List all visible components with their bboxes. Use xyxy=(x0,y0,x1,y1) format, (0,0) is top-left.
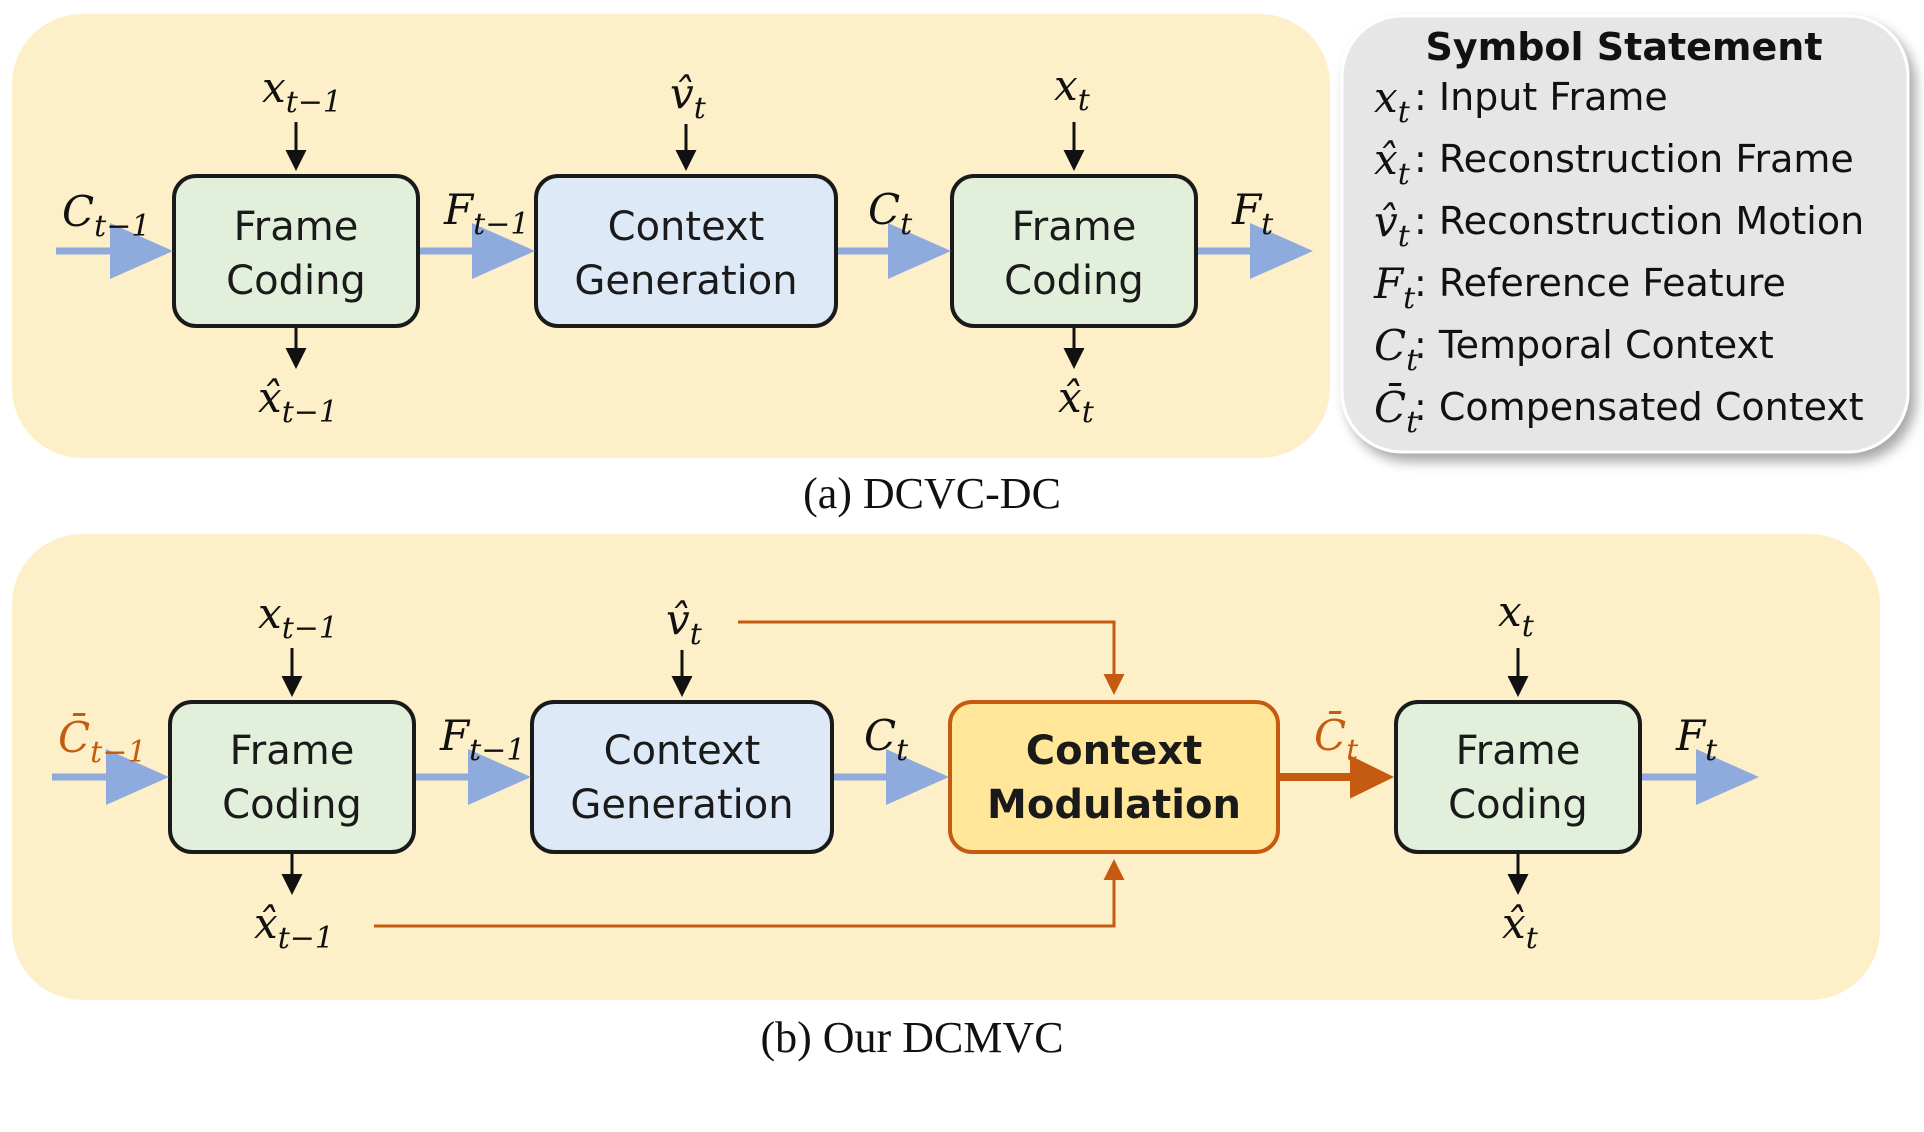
bottom-label-x-out-2: x̂t xyxy=(1502,899,1539,956)
bottom-label-x-in-2: xt xyxy=(1498,587,1535,644)
legend-item-text: : Reconstruction Frame xyxy=(1414,137,1854,181)
top-context-generation-line2: Generation xyxy=(574,258,797,304)
top-context-generation-line1: Context xyxy=(608,204,765,250)
legend-item: C̄t: Compensated Context xyxy=(1374,381,1864,440)
top-label-c-in: Ct−1 xyxy=(62,187,150,244)
bottom-frame-coding-1-block: Frame Coding xyxy=(168,700,416,854)
legend-item-symbol: x̂t xyxy=(1374,135,1411,192)
top-label-x-in-1: xt−1 xyxy=(262,63,342,120)
bottom-context-modulation-line1: Context xyxy=(1026,728,1202,774)
legend-item: xt: Input Frame xyxy=(1374,73,1668,130)
top-frame-coding-2-block: Frame Coding xyxy=(950,174,1198,328)
top-context-generation-block: Context Generation xyxy=(534,174,838,328)
top-label-c-mid: Ct xyxy=(868,185,913,242)
bottom-label-x-out-1: x̂t−1 xyxy=(254,899,334,956)
bottom-arrow-x-to-modulation xyxy=(374,859,1125,928)
legend-item-text: : Compensated Context xyxy=(1414,385,1864,429)
bottom-label-c-in: C̄t−1 xyxy=(58,711,146,770)
top-label-f-out: Ft xyxy=(1231,185,1274,242)
legend-item-text: : Reconstruction Motion xyxy=(1414,199,1864,243)
legend-item-symbol: v̂t xyxy=(1374,197,1411,254)
legend-item: Ct: Temporal Context xyxy=(1374,321,1774,378)
bottom-frame-coding-2-line2: Coding xyxy=(1448,782,1588,828)
bottom-frame-coding-1-line1: Frame xyxy=(230,728,355,774)
top-label-x-out-1: x̂t−1 xyxy=(258,373,338,430)
legend-item: Ft: Reference Feature xyxy=(1373,259,1786,316)
bottom-arrow-v-to-modulation xyxy=(738,620,1125,695)
legend-item-text: : Input Frame xyxy=(1414,75,1668,119)
bottom-label-f-mid: Ft−1 xyxy=(439,711,525,768)
bottom-label-v-in: v̂t xyxy=(666,595,703,652)
bottom-caption: (b) Our DCMVC xyxy=(760,1013,1063,1062)
top-frame-coding-1-line1: Frame xyxy=(234,204,359,250)
legend-item: v̂t: Reconstruction Motion xyxy=(1374,197,1864,254)
top-label-v-in: v̂t xyxy=(670,69,707,126)
bottom-context-generation-line1: Context xyxy=(604,728,761,774)
bottom-context-modulation-line2: Modulation xyxy=(987,782,1241,828)
legend-item-symbol: C̄t xyxy=(1374,381,1419,440)
top-frame-coding-2-line2: Coding xyxy=(1004,258,1144,304)
top-frame-coding-1-line2: Coding xyxy=(226,258,366,304)
bottom-label-f-out: Ft xyxy=(1675,711,1718,768)
legend-item-text: : Reference Feature xyxy=(1414,261,1786,305)
bottom-context-modulation-block: Context Modulation xyxy=(948,700,1280,854)
legend-item-symbol: Ct xyxy=(1374,321,1419,378)
bottom-label-c-mod: C̄t xyxy=(1314,709,1359,768)
top-label-f-mid: Ft−1 xyxy=(443,185,529,242)
bottom-context-generation-line2: Generation xyxy=(570,782,793,828)
bottom-context-generation-block: Context Generation xyxy=(530,700,834,854)
bottom-frame-coding-1-line2: Coding xyxy=(222,782,362,828)
top-label-x-in-2: xt xyxy=(1054,61,1091,118)
legend-title: Symbol Statement xyxy=(1426,25,1823,69)
top-frame-coding-1-block: Frame Coding xyxy=(172,174,420,328)
top-label-x-out-2: x̂t xyxy=(1058,373,1095,430)
bottom-label-c-mid: Ct xyxy=(864,711,909,768)
bottom-frame-coding-2-line1: Frame xyxy=(1456,728,1581,774)
legend-item-text: : Temporal Context xyxy=(1414,323,1774,367)
legend-item: x̂t: Reconstruction Frame xyxy=(1374,135,1854,192)
top-frame-coding-2-line1: Frame xyxy=(1012,204,1137,250)
legend-item-symbol: Ft xyxy=(1373,259,1416,316)
bottom-label-x-in-1: xt−1 xyxy=(258,589,338,646)
top-caption: (a) DCVC-DC xyxy=(803,469,1061,518)
legend-item-symbol: xt xyxy=(1374,73,1411,130)
bottom-frame-coding-2-block: Frame Coding xyxy=(1394,700,1642,854)
